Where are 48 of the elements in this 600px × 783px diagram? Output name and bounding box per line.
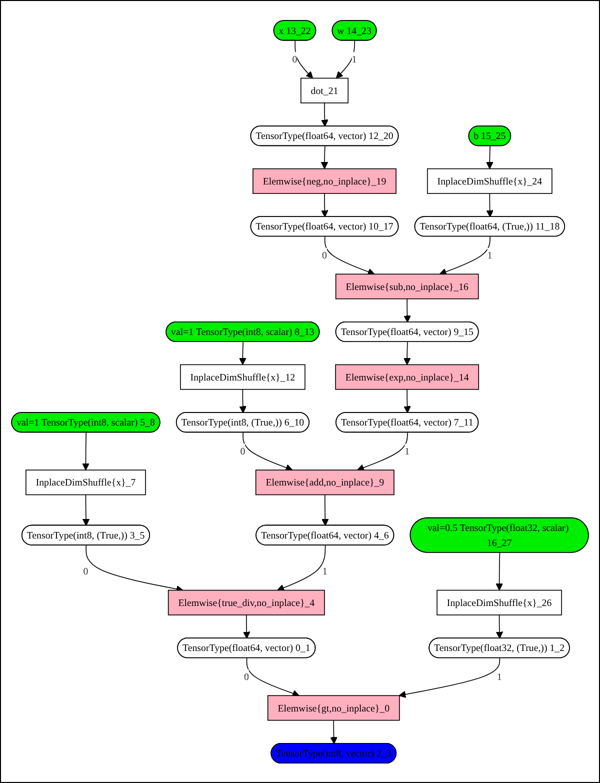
edge-label: 0 [322,249,327,261]
arrow [403,341,411,365]
arrow [242,614,250,638]
arrow [82,494,90,526]
arrow [246,657,300,696]
arrow [239,388,246,413]
arrow [486,145,494,169]
arrow [404,388,411,413]
arrow [330,720,338,744]
edge-label: 1 [496,670,502,682]
arrow [239,341,246,365]
arrow [496,614,504,638]
arrow [404,298,411,322]
graph-drawing: 0 1 0 1 0 1 0 1 0 1 x 13_22 w 14_23 dot_21 TensorType(float64, vector) 12_20 b 15_25 Elemwise{neg,no_inplace}_19 InplaceDimShuffle{x}_24 TensorType(float64, vector) 10_17 TensorType(float64, (True,)) 11_18 Elemwise{sub,no_inplace}_16 val=1 TensorType(int8, scalar) 8_13 TensorType(float64, vector) 9_15 InplaceDimShuffle{x}_12 Elemwise{exp,no_inplace}_14 val=1 TensorType(int8, scalar) 5_8 TensorType(int8, (True,)) 6_10 TensorType(float64, vector) 7_11 InplaceDimShuffle{x}_7 Elemwise{add,no_inplace}_9 TensorType(int8, (True,)) 3_5 TensorType(float64, vector) 4_6 val=0.5 TensorType(float32, scalar) 16_27 Elemwise{true_div,no_inplace}_4 InplaceDimShuffle{x}_26 TensorType(float64, vector) 0_1 TensorType(float32, (True,)) 1_2 Elemwise{gt,no_inplace}_0 TensorType(int8, vector) 2_3 [5,14,595,770]
node-box [267,694,400,720]
arrow [321,192,328,217]
arrow [82,432,90,470]
edge-label: 0 [240,445,246,457]
arrow [336,40,356,78]
arrow [320,145,328,169]
edge-label: 1 [404,445,410,457]
arrow [398,657,500,698]
arrow [294,40,314,78]
node-box [427,168,552,194]
edge-label: 1 [322,565,328,577]
edge-label: 0 [292,53,298,65]
node-box [436,589,562,615]
arrow [486,192,494,217]
edge-label: 1 [352,53,357,65]
arrow [496,552,503,590]
edge-label: 0 [83,565,88,577]
arrow [322,494,329,526]
node-box [335,273,479,299]
arrow [277,544,326,591]
arrow [321,102,328,126]
node-box [252,168,396,194]
arrow [439,236,490,275]
node-box [168,589,325,615]
node-box [26,469,146,495]
edge-label: 1 [487,249,492,261]
arrow [324,236,375,275]
node-box [300,77,349,103]
node-box [335,364,480,390]
node-box [180,364,306,390]
edge-label: 0 [244,670,249,682]
arrow [242,432,293,471]
node-box [255,469,394,495]
arrow [357,432,408,471]
